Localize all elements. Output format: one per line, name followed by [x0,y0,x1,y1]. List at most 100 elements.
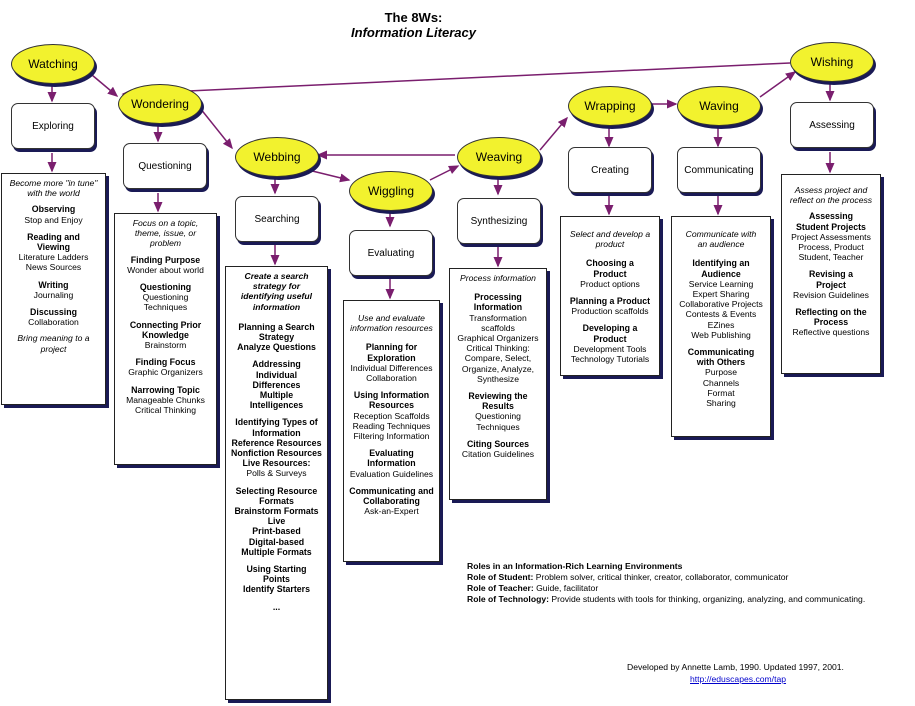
item-detail: Literature Ladders News Sources [18,252,89,273]
item-detail: Graphic Organizers [128,367,203,378]
role-row: Role of Technology: Provide students wit… [467,594,865,605]
item-detail: Wonder about world [127,264,204,275]
diagram-title: The 8Ws: [384,10,443,25]
item-heading: Reflecting on the Process [795,307,867,328]
credit-link[interactable]: http://eduscapes.com/tap [690,674,787,684]
item-detail: Development Tools Technology Tutorials [570,343,650,365]
panel-intro: Assess project and reflect on the proces… [789,185,873,206]
item-heading: Live Resources: [242,458,311,469]
item-detail: Brainstorm [144,340,187,351]
item-heading: Discussing [30,307,77,318]
role-row: Role of Teacher: Guide, facilitator [467,583,865,594]
item-heading: ... [272,601,281,612]
panel-creating: Select and develop a product Choosing a … [560,216,660,376]
item-detail: Questioning Techniques [142,292,189,313]
diagram-subtitle: Information Literacy [351,25,476,40]
item-detail: Transformation scaffolds Graphical Organ… [457,312,539,384]
oval-weaving: Weaving [457,137,541,177]
oval-watching: Watching [11,44,95,84]
role-text: Problem solver, critical thinker, creato… [535,572,789,582]
panel-intro: Become more "in tune" with the world [9,178,98,199]
role-label: Role of Teacher: [467,583,534,593]
item-heading: Selecting Resource Formats Brainstorm Fo… [234,485,319,557]
item-detail: Project Assessments Process, Product Stu… [791,231,871,263]
panel-intro: Process information [460,273,536,283]
item-heading: Communicating with Others [687,347,755,368]
item-heading: Choosing a Product [586,258,634,279]
item-detail: Revision Guidelines [793,289,869,300]
stage-box-questioning: Questioning [123,143,207,189]
panel-exploring: Become more "in tune" with the world Obs… [1,173,106,405]
panel-intro: Communicate with an audience [685,229,757,250]
item-detail: Evaluation Guidelines [349,468,434,479]
item-heading: Planning a Product [569,296,651,307]
oval-webbing: Webbing [235,137,319,177]
panel-intro: Create a search strategy for identifying… [240,271,313,312]
item-detail: Collaboration [28,317,79,328]
panel-searching: Create a search strategy for identifying… [225,266,328,700]
item-detail: Purpose Channels Format Sharing [702,367,740,409]
role-label: Role of Technology: [467,594,549,604]
item-heading: Revising a Project [808,269,853,290]
panel-intro: Select and develop a product [569,229,651,250]
stage-box-creating: Creating [568,147,652,193]
item-heading: Addressing Individual Differences Multip… [249,359,304,411]
item-heading: Finding Focus [135,357,196,368]
stage-box-exploring: Exploring [11,103,95,149]
stage-box-evaluating: Evaluating [349,230,433,276]
item-heading: Communicating and Collaborating [349,485,434,507]
item-heading: Finding Purpose [130,254,201,265]
item-detail: Production scaffolds [571,306,649,317]
item-heading: Developing a Product [582,323,638,344]
credit-text: Developed by Annette Lamb, 1990. Updated… [627,662,844,672]
item-detail: Service Learning Expert Sharing Collabor… [679,278,763,340]
item-heading: Narrowing Topic [131,384,200,395]
item-detail: Journaling [33,289,74,300]
item-heading: Evaluating Information [367,448,416,469]
panel-communicating: Communicate with an audience Identifying… [671,216,771,437]
role-text: Provide students with tools for thinking… [551,594,866,604]
item-heading: Planning for Exploration [365,342,418,363]
roles-heading: Roles in an Information-Rich Learning En… [467,561,683,571]
panel-outro: Bring meaning to a project [17,333,90,354]
item-heading: Reviewing the Results [468,391,528,412]
item-heading: Processing Information [473,292,523,313]
item-heading: Assessing Student Projects [796,211,866,232]
item-heading: Connecting Prior Knowledge [129,319,202,340]
panel-evaluating: Use and evaluate information resources P… [343,300,440,562]
item-detail: Individual Differences Collaboration [350,362,433,384]
oval-waving: Waving [677,86,761,126]
item-detail: Product options [580,278,640,289]
item-heading: Using Starting Points Identify Starters [243,564,310,595]
item-detail: Reception Scaffolds Reading Techniques F… [352,410,431,442]
item-heading: Identifying an Audience [692,258,750,279]
item-detail: Manageable Chunks Critical Thinking [126,394,205,416]
stage-box-assessing: Assessing [790,102,874,148]
item-heading: Reading and Viewing [27,231,80,253]
role-label: Role of Student: [467,572,534,582]
roles-section: Roles in an Information-Rich Learning En… [467,561,865,605]
item-heading: Questioning [139,282,192,293]
stage-box-synthesizing: Synthesizing [457,198,541,244]
item-heading: Planning a Search Strategy Analyze Quest… [237,321,316,353]
item-detail: Citation Guidelines [461,449,535,460]
panel-assessing: Assess project and reflect on the proces… [781,174,881,374]
panel-intro: Use and evaluate information resources [350,313,433,334]
role-row: Role of Student: Problem solver, critica… [467,572,865,583]
item-detail: Stop and Enjoy [24,214,83,225]
item-heading: Identifying Types of Information Referen… [231,417,322,459]
panel-questioning: Focus on a topic, theme, issue, or probl… [114,213,217,465]
stage-box-communicating: Communicating [677,147,761,193]
item-detail: Ask-an-Expert [364,506,419,517]
oval-wondering: Wondering [118,84,202,124]
item-heading: Writing [38,279,69,290]
oval-wiggling: Wiggling [349,171,433,211]
stage-box-searching: Searching [235,196,319,242]
item-heading: Citing Sources [466,438,530,449]
item-detail: Reflective questions [792,327,870,338]
item-detail: Questioning Techniques [475,411,521,432]
oval-wrapping: Wrapping [568,86,652,126]
role-text: Guide, facilitator [536,583,599,593]
item-heading: Using Information Resources [353,390,430,411]
